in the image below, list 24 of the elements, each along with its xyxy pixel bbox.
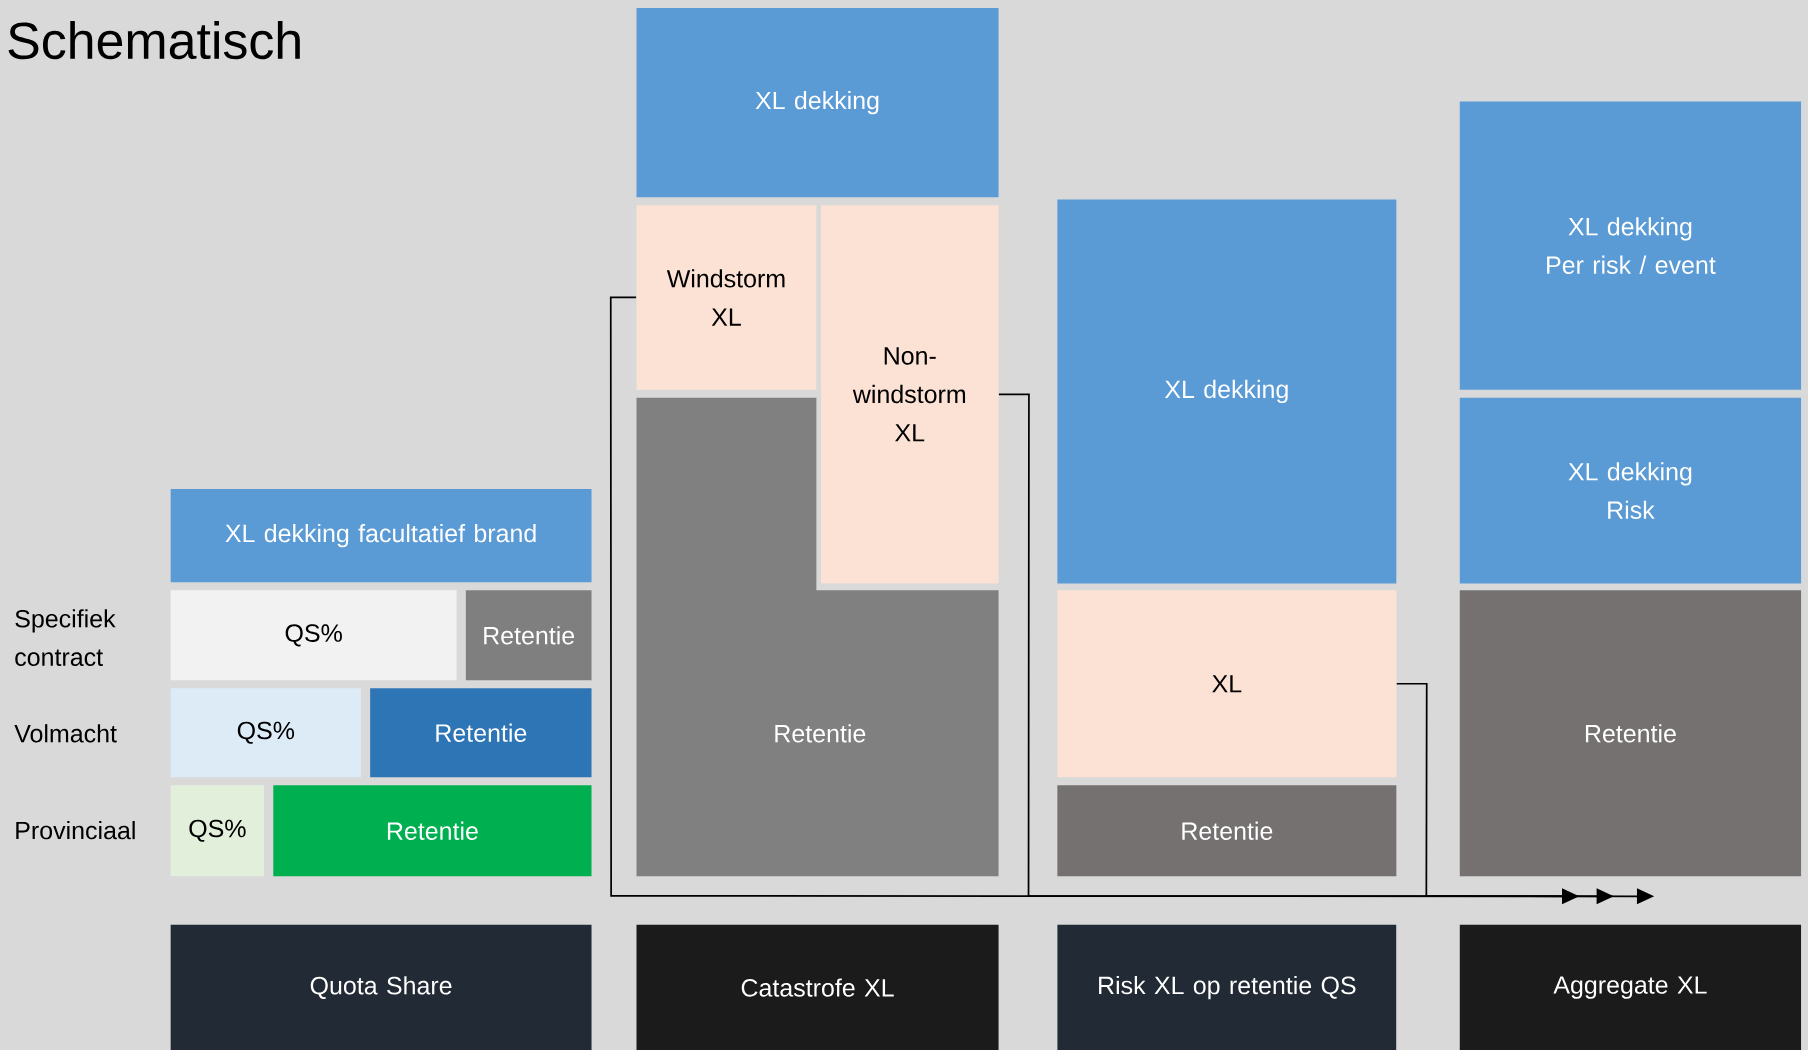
retention-block: Retentie: [1057, 785, 1397, 877]
column-label: Quota Share: [170, 924, 592, 1050]
retention-block: Retentie: [273, 785, 592, 877]
layer-block: Windstorm XL: [636, 205, 817, 390]
layer-block: XL: [1057, 590, 1397, 777]
share-block: QS%: [170, 785, 265, 877]
column-label: Risk XL op retentie QS: [1057, 924, 1397, 1050]
row-label: Provinciaal: [16, 820, 135, 840]
retention-block: Retentie: [1459, 590, 1802, 877]
retention-block: Retentie: [370, 688, 592, 777]
coverage-block: XL dekking Per risk / event: [1459, 101, 1802, 390]
share-block: QS%: [170, 688, 361, 777]
title: Schematisch: [8, 20, 300, 60]
column-label: Catastrofe XL: [636, 924, 999, 1050]
column-label: Aggregate XL: [1459, 924, 1802, 1050]
coverage-block: XL dekking facultatief brand: [170, 488, 592, 583]
layer-block: Non-windstorm XL: [821, 205, 999, 584]
coverage-block: XL dekking Risk: [1459, 397, 1802, 584]
retention-block: Retentie: [465, 590, 592, 681]
row-label: Volmacht: [14, 723, 117, 743]
share-block: QS%: [170, 590, 457, 681]
coverage-block: XL dekking: [1057, 199, 1397, 584]
row-label: Specifiek contract: [15, 609, 116, 666]
coverage-block: XL dekking: [636, 7, 999, 197]
